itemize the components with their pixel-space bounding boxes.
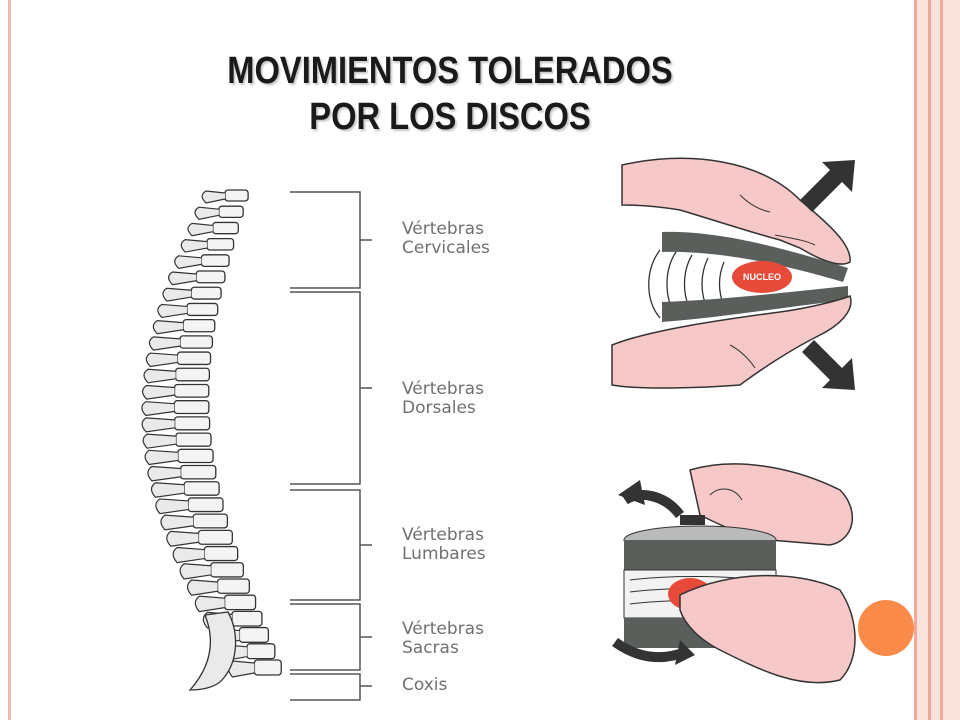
vertebra-body — [173, 383, 210, 398]
label-coxis-line1: Coxis — [402, 675, 448, 695]
upper-plate — [662, 231, 848, 282]
vertebra-body — [195, 270, 226, 284]
vertebra-process — [174, 255, 202, 270]
vertebra-body — [177, 448, 214, 464]
vertebra-body — [203, 545, 239, 562]
vertebra-body — [200, 254, 230, 268]
vertebra-body — [253, 659, 282, 676]
vertebra-body — [186, 302, 219, 317]
lower-plate — [662, 286, 848, 322]
arrow-down-icon — [800, 160, 855, 212]
nucleus — [732, 261, 792, 293]
label-sacras: Vértebras Sacras — [402, 620, 484, 658]
nucleus-label: NUCLEO — [743, 272, 781, 282]
upper-hand — [621, 157, 851, 265]
vertebra-body — [173, 400, 210, 415]
vertebra-body — [176, 351, 212, 366]
vertebra-body — [175, 432, 212, 447]
vertebra-body — [246, 643, 276, 660]
vertebra-body — [174, 367, 211, 382]
vertebra-body — [210, 562, 244, 578]
vertebra-process — [186, 579, 218, 596]
vertebra-process — [147, 465, 181, 482]
vertebra-body — [183, 481, 220, 496]
vertebra-process — [168, 271, 197, 286]
vertebra-process — [201, 190, 226, 204]
slide-title: MOVIMIENTOS TOLERADOS POR LOS DISCOS — [192, 48, 708, 140]
lower-hand — [611, 295, 852, 389]
torsion-figure — [612, 463, 856, 684]
vertebra-body — [223, 594, 257, 611]
vertebra-process — [155, 498, 189, 515]
arrow-up-icon — [802, 340, 855, 390]
vertebra-process — [179, 563, 211, 580]
vertebra-body — [182, 319, 216, 333]
bracket-lumbares — [290, 489, 372, 601]
right-border-decoration — [914, 0, 960, 720]
sacrum-shape — [188, 611, 237, 691]
section-brackets — [290, 191, 372, 701]
orange-circle-decoration — [858, 600, 914, 656]
vertebra-process — [144, 449, 178, 466]
vertebra-body — [238, 626, 270, 643]
bracket-coxis — [290, 673, 372, 701]
label-cervicales: Vértebras Cervicales — [402, 220, 490, 258]
vertebra-process — [187, 222, 213, 237]
vertebra-process — [152, 320, 184, 335]
vertebra-process — [141, 401, 175, 417]
label-dorsales-line1: Vértebras — [402, 379, 484, 399]
title-line-1: MOVIMIENTOS TOLERADOS — [227, 50, 673, 92]
left-border-line — [8, 0, 11, 720]
vertebra-process — [194, 206, 219, 220]
lower-twist-hand — [679, 574, 856, 684]
vertebra-body — [231, 610, 263, 627]
vertebra-process — [166, 530, 199, 547]
vertebra-process — [142, 433, 176, 449]
vertebra-body — [179, 335, 214, 349]
vertebra-body — [212, 221, 239, 235]
bracket-dorsales — [290, 291, 372, 485]
label-lumbares-line1: Vértebras — [402, 525, 484, 545]
vertebra-process — [172, 546, 205, 564]
vertebra-body — [197, 529, 233, 545]
vertebra-process — [194, 595, 225, 613]
vertebra-process — [160, 514, 194, 531]
vertebra-process — [143, 368, 176, 384]
vertebra-body — [192, 513, 229, 529]
vertebra-body — [224, 189, 249, 202]
vertebra-body — [216, 578, 250, 594]
vertebra-body — [179, 464, 217, 480]
vertebra-process — [145, 352, 178, 368]
vertebra-body — [190, 286, 222, 300]
label-cervicales-line1: Vértebras — [402, 219, 484, 239]
vertebra-process — [141, 417, 175, 433]
label-sacras-line1: Vértebras — [402, 619, 484, 639]
label-dorsales-line2: Dorsales — [402, 398, 476, 418]
label-dorsales: Vértebras Dorsales — [402, 380, 484, 418]
title-line-2: POR LOS DISCOS — [309, 96, 591, 138]
vertebra-body — [187, 497, 224, 513]
vertebra-body — [206, 237, 235, 251]
vertebra-body — [174, 416, 211, 431]
bracket-cervicales — [290, 191, 372, 289]
vertebra-process — [162, 287, 192, 302]
vertebra-process — [150, 482, 185, 498]
label-coxis: Coxis — [402, 676, 447, 695]
vertebra-process — [180, 239, 208, 253]
vertebra-body — [218, 205, 244, 218]
vertebra-process — [157, 303, 188, 319]
label-lumbares-line2: Lumbares — [402, 544, 486, 564]
label-lumbares: Vértebras Lumbares — [402, 526, 486, 564]
compression-figure: NUCLEO — [611, 157, 855, 390]
spine-vertebrae — [141, 189, 282, 691]
vertebra-process — [148, 336, 181, 351]
label-sacras-line2: Sacras — [402, 638, 459, 658]
upper-vertebra-band — [624, 540, 776, 570]
bracket-sacras — [290, 603, 372, 671]
label-cervicales-line2: Cervicales — [402, 238, 490, 258]
vertebra-process — [141, 384, 175, 400]
